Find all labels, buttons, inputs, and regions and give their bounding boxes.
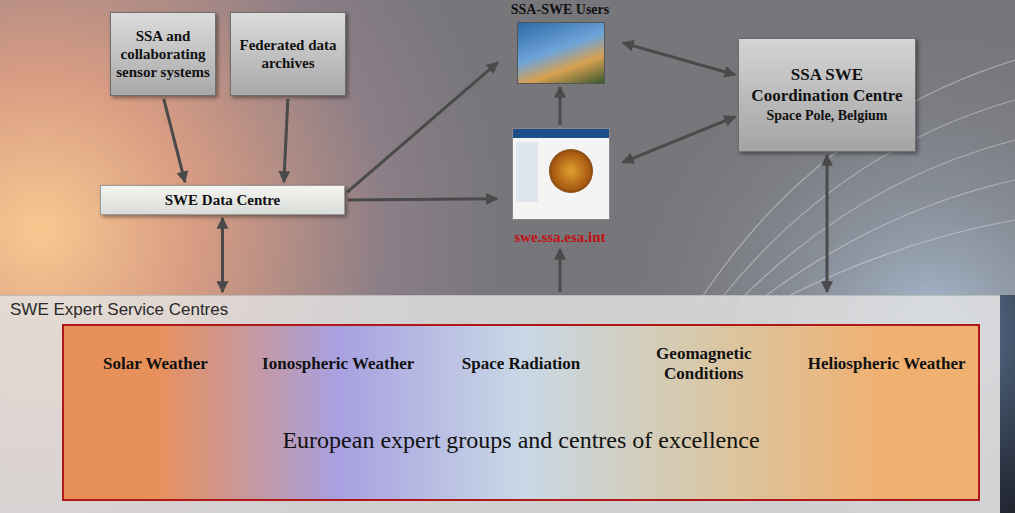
archive-box: Federated data archives — [230, 12, 346, 96]
service-column: Geomagnetic Conditions — [612, 334, 795, 394]
website-screenshot — [512, 128, 610, 220]
flow-arrow — [623, 117, 735, 163]
screenshot-header — [513, 129, 609, 138]
service-label: Heliospheric Weather — [808, 354, 966, 374]
flow-arrow — [284, 99, 288, 182]
users-node: SSA-SWE Users — [500, 0, 620, 84]
node-heading: SSA-SWE Users — [511, 2, 609, 19]
box-label: SSA SWE Coordination Centre — [747, 65, 907, 106]
website-node: swe.ssa.esa.int — [500, 128, 620, 246]
screenshot-sidebar — [516, 142, 538, 202]
service-label: Geomagnetic Conditions — [618, 344, 789, 385]
service-column: Solar Weather — [64, 334, 247, 394]
box-sublabel: Space Pole, Belgium — [767, 108, 888, 125]
flow-arrow — [164, 99, 185, 182]
coordination-box: SSA SWE Coordination CentreSpace Pole, B… — [738, 38, 916, 152]
expert-groups-box: European expert groups and centres of ex… — [62, 324, 980, 501]
service-label: Ionospheric Weather — [262, 354, 414, 374]
service-column: Heliospheric Weather — [795, 334, 978, 394]
flow-arrow — [826, 155, 829, 292]
users-illustration — [517, 22, 605, 84]
service-column: Ionospheric Weather — [247, 334, 430, 394]
flow-arrow — [347, 62, 497, 192]
sensor-box: SSA and collaborating sensor systems — [110, 12, 216, 96]
flow-arrow — [559, 249, 562, 292]
expert-band: SWE Expert Service CentresEuropean exper… — [0, 295, 1000, 513]
data-centre-box: SWE Data Centre — [100, 185, 345, 215]
band-heading: SWE Expert Service Centres — [10, 300, 990, 320]
box-label: SSA and collaborating sensor systems — [116, 27, 210, 81]
flow-arrow — [221, 218, 224, 292]
service-column: Space Radiation — [430, 334, 613, 394]
group-caption: European expert groups and centres of ex… — [64, 326, 978, 455]
screenshot-sun — [549, 149, 593, 193]
upper-wash — [0, 0, 1015, 295]
service-label: Solar Weather — [103, 354, 208, 374]
box-label: SWE Data Centre — [165, 191, 281, 209]
flow-arrow — [348, 199, 497, 200]
flow-arrow — [559, 87, 562, 125]
service-label: Space Radiation — [462, 354, 581, 374]
url-label: swe.ssa.esa.int — [514, 228, 605, 246]
box-label: Federated data archives — [236, 36, 340, 72]
flow-arrow — [623, 43, 735, 75]
